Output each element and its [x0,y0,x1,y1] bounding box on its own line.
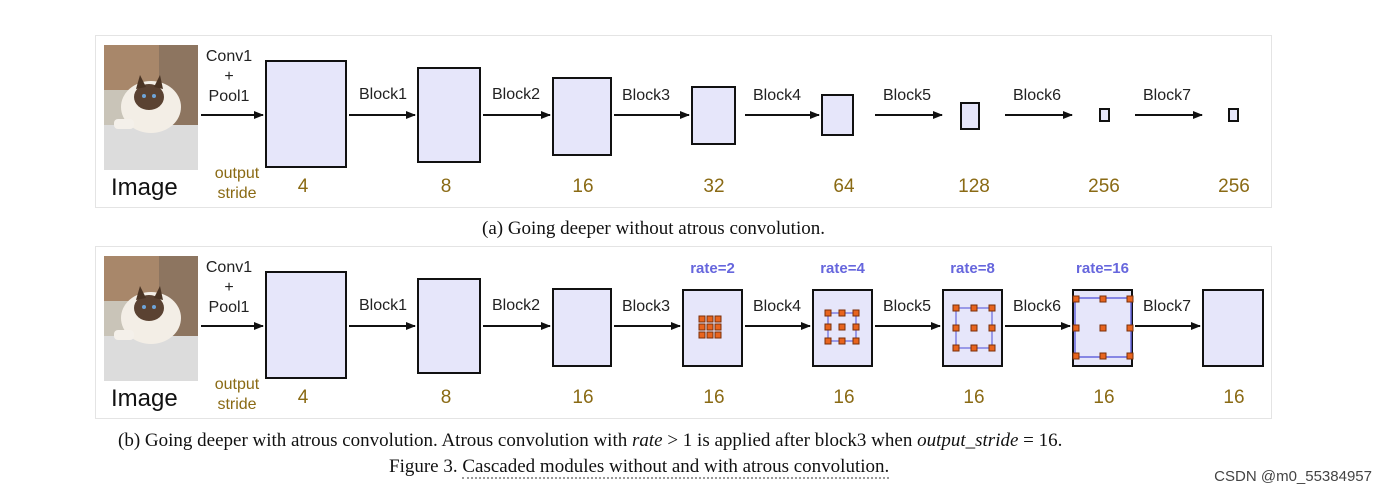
feature-map-4 [691,86,736,145]
panel-b: Image Conv1 + Pool1 output stride rate=2… [95,246,1272,419]
stride-value: 16 [963,387,985,408]
feature-map-2 [417,67,481,163]
block3-label: Block3 [621,87,671,104]
feature-map-3 [552,288,612,367]
caption-b: (b) Going deeper with atrous convolution… [118,430,1063,451]
feature-map-8 [1228,108,1239,122]
watermark: CSDN @m0_55384957 [1214,468,1372,485]
stride-value: 256 [1218,176,1250,197]
conv1-pool1-label: Conv1 + Pool1 [205,48,253,105]
feature-map-7 [1072,289,1133,367]
feature-map-7 [1099,108,1110,122]
feature-map-6 [942,289,1003,367]
feature-map-1 [265,60,347,168]
stride-value: 16 [703,387,725,408]
stride-value: 64 [833,176,855,197]
block4-label: Block4 [752,87,802,104]
feature-map-5 [821,94,854,136]
caption-a: (a) Going deeper without atrous convolut… [482,218,825,239]
feature-map-6 [960,102,980,130]
block2-label: Block2 [491,86,541,103]
cat-image-b [104,256,198,381]
image-label: Image [111,174,178,201]
rate-label: rate=8 [950,260,995,277]
figure-title: Figure 3. Cascaded modules without and w… [389,456,890,479]
image-label: Image [111,385,178,412]
stride-value: 16 [1093,387,1115,408]
feature-map-3 [552,77,612,156]
feature-map-5 [812,289,873,367]
output-stride-label: output stride [214,376,260,413]
stride-value: 4 [297,176,309,197]
stride-value: 16 [572,387,594,408]
block1-label: Block1 [358,86,408,103]
block3-label: Block3 [621,298,671,315]
block2-label: Block2 [491,297,541,314]
feature-map-1 [265,271,347,379]
block5-label: Block5 [882,298,932,315]
stride-value: 16 [1223,387,1245,408]
rate-label: rate=2 [690,260,735,277]
stride-value: 8 [440,176,452,197]
output-stride-label: output stride [214,165,260,202]
cat-image-a [104,45,198,170]
block6-label: Block6 [1012,298,1062,315]
block4-label: Block4 [752,298,802,315]
conv1-pool1-label: Conv1 + Pool1 [205,259,253,316]
feature-map-8 [1202,289,1264,367]
rate-label: rate=16 [1076,260,1129,277]
rate-label: rate=4 [820,260,865,277]
stride-value: 16 [833,387,855,408]
stride-value: 32 [703,176,725,197]
block5-label: Block5 [882,87,932,104]
block1-label: Block1 [358,297,408,314]
feature-map-2 [417,278,481,374]
stride-value: 256 [1088,176,1120,197]
stride-value: 8 [440,387,452,408]
stride-value: 4 [297,387,309,408]
stride-value: 128 [958,176,990,197]
panel-a: Image Conv1 + Pool1 output stride Block1… [95,35,1272,208]
block7-label: Block7 [1142,298,1192,315]
block6-label: Block6 [1012,87,1062,104]
block7-label: Block7 [1142,87,1192,104]
feature-map-4 [682,289,743,367]
stride-value: 16 [572,176,594,197]
